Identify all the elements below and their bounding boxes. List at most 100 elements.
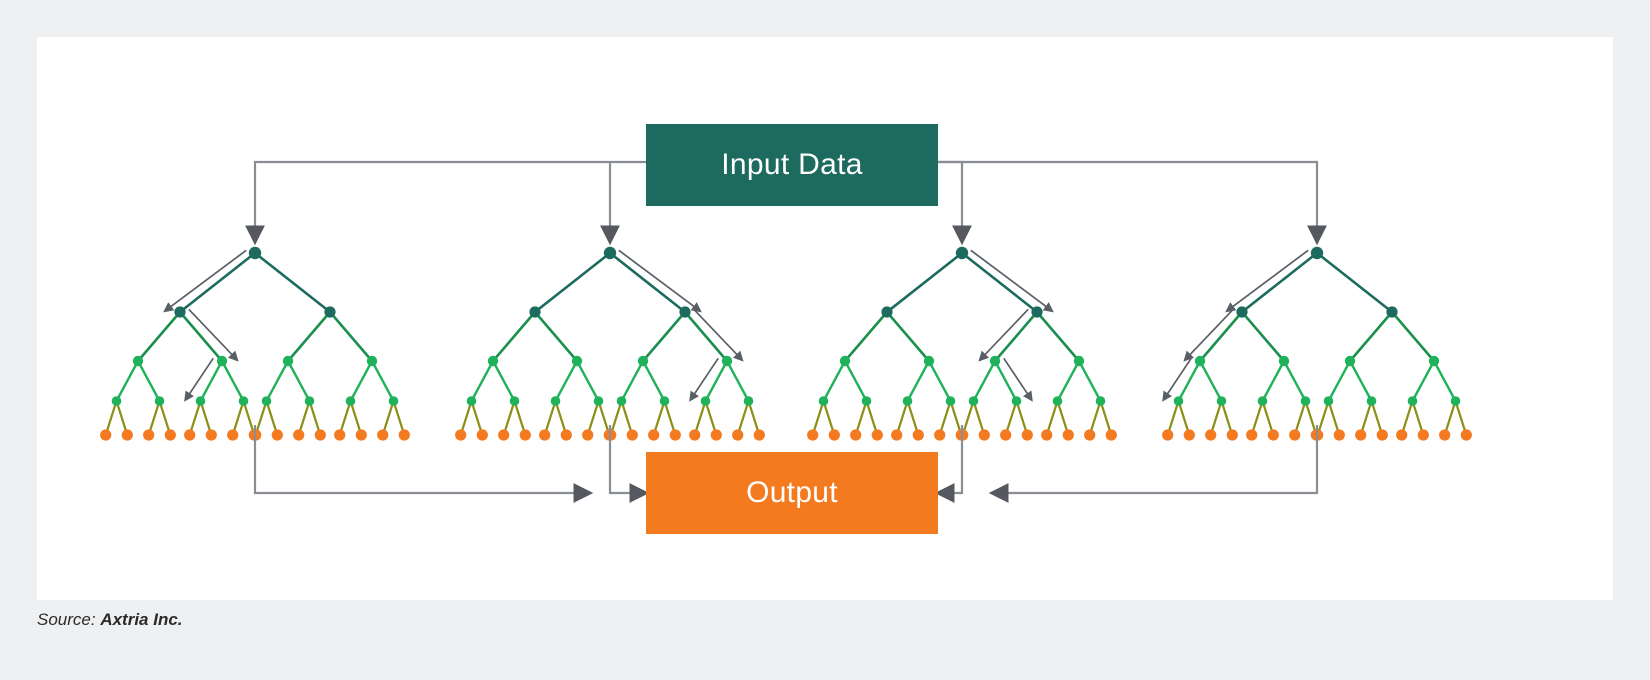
output-box[interactable]: [646, 452, 938, 534]
path-arrow: [693, 308, 744, 362]
leaf-node: [978, 429, 990, 441]
branch-node: [881, 306, 893, 318]
branch-node: [923, 355, 935, 367]
branch-node: [345, 396, 356, 406]
leaf-node: [669, 429, 681, 441]
branch-node: [324, 306, 336, 318]
tree-nodes: [1162, 246, 1472, 441]
path-arrow: [618, 249, 702, 313]
leaf-node: [850, 429, 862, 441]
leaf-node: [1417, 429, 1429, 441]
leaf-node: [1439, 429, 1451, 441]
branch-node: [839, 355, 851, 367]
leaf-node: [377, 429, 389, 441]
branch-node: [1386, 306, 1398, 318]
tree-nodes: [100, 246, 410, 441]
leaf-node: [164, 429, 176, 441]
input-data-box[interactable]: [646, 124, 938, 206]
leaf-node: [1226, 429, 1238, 441]
branch-node: [1073, 355, 1085, 367]
tree-edges: [104, 251, 406, 437]
branch-node: [989, 355, 1001, 367]
output-connector-tree-1: [253, 425, 594, 503]
leaf-node: [1376, 429, 1388, 441]
tree-nodes: [455, 246, 765, 441]
branch-node: [487, 355, 499, 367]
branch-node: [1257, 396, 1268, 406]
path-arrow: [970, 249, 1054, 313]
leaf-node: [732, 429, 744, 441]
branch-node: [659, 396, 670, 406]
branch-node: [700, 396, 711, 406]
branch-node: [466, 396, 477, 406]
leaf-node: [689, 429, 701, 441]
path-arrow: [1003, 357, 1033, 402]
leaf-node: [626, 429, 638, 441]
branch-node: [1194, 355, 1206, 367]
root-node: [603, 246, 617, 260]
path-arrow: [163, 249, 247, 313]
decision-path-arrows: [1162, 249, 1309, 402]
input-connectors: [245, 160, 1327, 246]
path-arrow: [1225, 249, 1309, 313]
leaf-node: [1355, 429, 1367, 441]
branch-node: [1216, 396, 1227, 406]
branch-node: [1300, 396, 1311, 406]
leaf-node: [753, 429, 765, 441]
leaf-node: [560, 429, 572, 441]
branch-node: [216, 355, 228, 367]
branch-node: [1323, 396, 1334, 406]
branch-node: [743, 396, 754, 406]
root-node: [955, 246, 969, 260]
leaf-node: [1333, 429, 1345, 441]
branch-node: [945, 396, 956, 406]
leaf-node: [143, 429, 155, 441]
leaf-node: [314, 429, 326, 441]
branch-node: [1450, 396, 1461, 406]
decision-tree-2: [455, 246, 765, 441]
branch-node: [1366, 396, 1377, 406]
output-connector-tree-4: [988, 425, 1319, 503]
leaf-node: [1084, 429, 1096, 441]
leaf-node: [710, 429, 722, 441]
leaf-node: [1162, 429, 1174, 441]
random-forest-diagram: [100, 124, 1472, 534]
path-arrow: [689, 357, 719, 402]
branch-node: [1236, 306, 1248, 318]
decision-path-arrows: [970, 249, 1054, 402]
path-arrow: [978, 308, 1029, 362]
leaf-node: [1205, 429, 1217, 441]
leaf-node: [807, 429, 819, 441]
source-prefix: Source:: [37, 610, 96, 629]
input-connector-tree-3: [938, 160, 972, 246]
leaf-node: [582, 429, 594, 441]
leaf-node: [648, 429, 660, 441]
decision-path-arrows: [618, 249, 744, 402]
leaf-node: [912, 429, 924, 441]
branch-node: [1173, 396, 1184, 406]
branch-node: [861, 396, 872, 406]
decision-tree-1: [100, 246, 410, 441]
leaf-node: [100, 429, 112, 441]
decision-tree-3: [807, 246, 1117, 441]
branch-node: [1428, 355, 1440, 367]
leaf-node: [934, 429, 946, 441]
branch-node: [154, 396, 165, 406]
branch-node: [550, 396, 561, 406]
source-value: Axtria Inc.: [100, 610, 183, 629]
leaf-node: [498, 429, 510, 441]
leaf-node: [891, 429, 903, 441]
leaf-node: [1183, 429, 1195, 441]
branch-node: [616, 396, 627, 406]
leaf-node: [1041, 429, 1053, 441]
branch-node: [366, 355, 378, 367]
branch-node: [132, 355, 144, 367]
path-arrow: [184, 357, 214, 402]
leaf-node: [1267, 429, 1279, 441]
branch-node: [637, 355, 649, 367]
branch-node: [721, 355, 733, 367]
leaf-node: [355, 429, 367, 441]
path-arrow: [1162, 357, 1192, 402]
tree-edges: [811, 251, 1113, 437]
branch-node: [195, 396, 206, 406]
